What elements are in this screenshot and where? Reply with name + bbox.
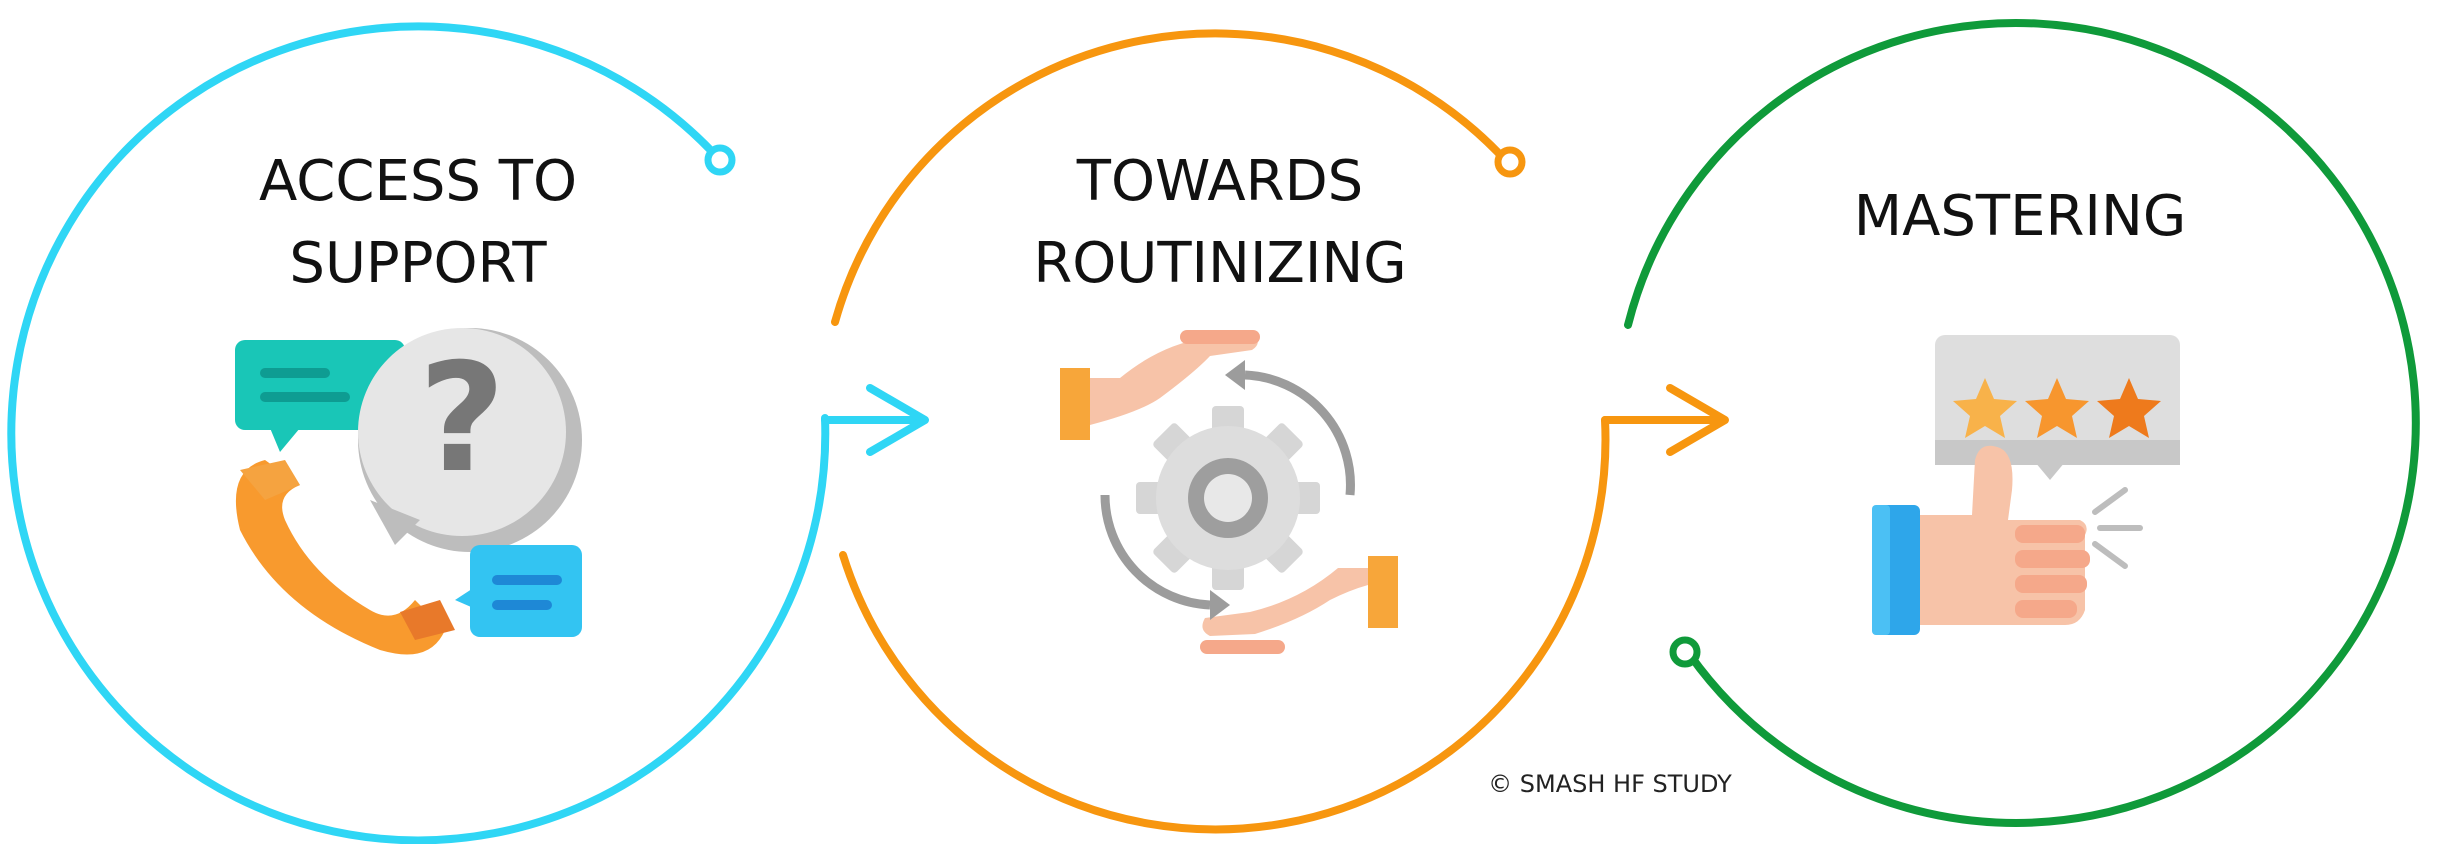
stage-2-ring-end-dot xyxy=(1494,146,1526,178)
stage-mastering: MASTERING xyxy=(1624,18,2420,827)
stage-3-ring xyxy=(1624,18,2420,827)
rating-star-3 xyxy=(2097,378,2161,438)
stage-1-title-line1: ACCESS TO xyxy=(259,149,577,214)
thumbs-up-rating-icon xyxy=(1872,335,2180,635)
copyright-text: © SMASH HF STUDY xyxy=(1488,770,1732,798)
routine-gear-hands-icon xyxy=(1060,330,1398,654)
stage-1-ring-end-dot xyxy=(704,144,736,176)
stage-towards-routinizing: TOWARDS ROUTINIZING xyxy=(831,29,1729,834)
stage-1-ring xyxy=(7,22,830,844)
stage-1-arrow-icon xyxy=(866,384,929,456)
svg-text:?: ? xyxy=(418,332,505,506)
stage-3-ring-end-dot xyxy=(1669,636,1701,668)
rating-star-1 xyxy=(1953,378,2017,438)
stage-2-ring-bottom xyxy=(839,416,1610,834)
stage-access-to-support: ACCESS TO SUPPORT ? xyxy=(7,22,929,844)
stage-3-title: MASTERING xyxy=(1854,184,2186,249)
stage-2-arrow-icon xyxy=(1666,384,1729,456)
stage-2-title-line2: ROUTINIZING xyxy=(1033,231,1406,296)
support-call-icon: ? xyxy=(235,328,582,655)
stage-2-ring-top xyxy=(831,29,1511,326)
rating-star-2 xyxy=(2025,378,2089,438)
stage-1-title-line2: SUPPORT xyxy=(289,231,547,296)
stage-2-title-line1: TOWARDS xyxy=(1076,149,1363,214)
